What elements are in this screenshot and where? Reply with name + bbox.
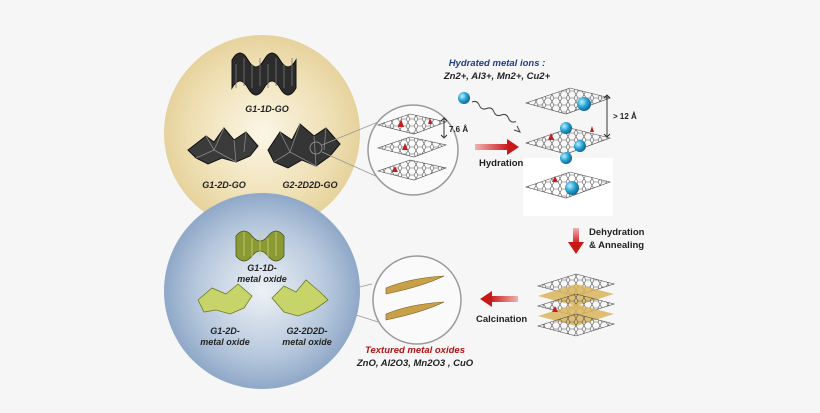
g1-2d-go-graphic (187, 127, 259, 165)
magnified-oxide-layers (372, 255, 462, 345)
g2-2d2d-oxide-graphic (271, 279, 329, 317)
textured-oxides-title: Textured metal oxides (365, 345, 465, 356)
hydrated-ion-path (458, 92, 521, 133)
go-circle (164, 35, 360, 231)
label-g1-1d-oxide-line1: G1-1D- (247, 263, 277, 273)
label-g1-2d-go: G1-2D-GO (202, 180, 246, 190)
label-g1-2d-oxide-line2: metal oxide (200, 337, 250, 347)
hydrated-go-stack (523, 87, 613, 216)
interlayer-spacing-label: 7.6 Å (449, 125, 469, 134)
calcination-arrow (490, 296, 518, 302)
label-g2-2d2d-oxide-line1: G2-2D2D- (286, 326, 328, 336)
hydrated-ions-list: Zn2+, Al3+, Mn2+, Cu2+ (443, 71, 551, 82)
magnified-go-layers (367, 104, 459, 196)
g1-2d-oxide-graphic (197, 283, 253, 315)
label-g2-2d2d-oxide-line2: metal oxide (282, 337, 332, 347)
dehydration-step-label: Dehydration (589, 227, 645, 238)
hydration-step-label: Hydration (479, 158, 524, 169)
expanded-spacing-label: > 12 Å (613, 112, 637, 121)
label-g1-2d-oxide-line1: G1-2D- (210, 326, 240, 336)
metal-oxide-circle (164, 193, 360, 389)
hydrated-ions-title: Hydrated metal ions : (448, 58, 546, 69)
label-g1-1d-oxide-line2: metal oxide (237, 274, 287, 284)
label-g2-2d2d-go: G2-2D2D-GO (282, 180, 338, 190)
g1-1d-go-graphic (231, 52, 297, 96)
textured-oxides-formulas: ZnO, Al2O3, Mn2O3 , CuO (356, 358, 474, 369)
g1-1d-oxide-graphic (235, 230, 285, 262)
g2-2d2d-go-graphic (267, 123, 341, 169)
label-g1-1d-go: G1-1D-GO (245, 104, 289, 114)
hydration-arrow (475, 144, 509, 150)
dehydration-arrow (573, 228, 579, 244)
annealing-step-label: & Annealing (589, 240, 645, 251)
annealed-stack (536, 273, 616, 337)
calcination-step-label: Calcination (476, 314, 528, 325)
